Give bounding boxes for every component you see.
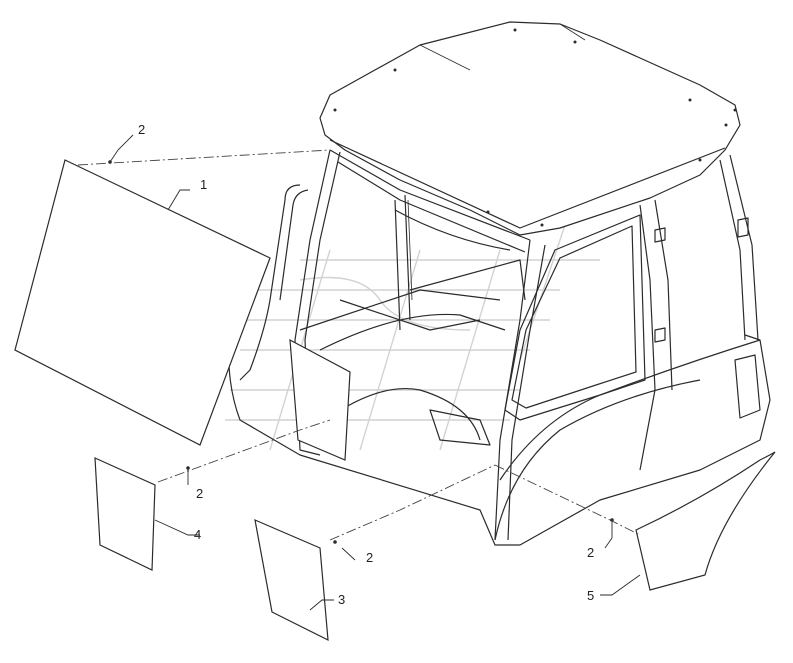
center-lower-glass	[254, 519, 329, 642]
assembly-center-lines	[77, 149, 641, 541]
cab-frame	[228, 21, 771, 546]
front-windscreen-glass	[14, 159, 271, 446]
door-lower-glass	[289, 338, 351, 461]
callout-2-mid: 2	[366, 550, 374, 565]
left-lower-glass	[94, 457, 156, 571]
callout-3: 3	[338, 592, 346, 607]
right-fender-glass	[635, 451, 776, 591]
door-window	[504, 214, 646, 421]
callout-2-left: 2	[196, 486, 204, 501]
fastener-markers	[108, 160, 614, 544]
roof-panel	[319, 21, 741, 236]
callout-2-top: 2	[138, 122, 146, 137]
callout-4: 4	[194, 527, 202, 542]
callout-1: 1	[200, 177, 208, 192]
callout-5: 5	[587, 588, 595, 603]
callout-leader-lines	[109, 134, 641, 611]
callout-2-right: 2	[587, 545, 595, 560]
